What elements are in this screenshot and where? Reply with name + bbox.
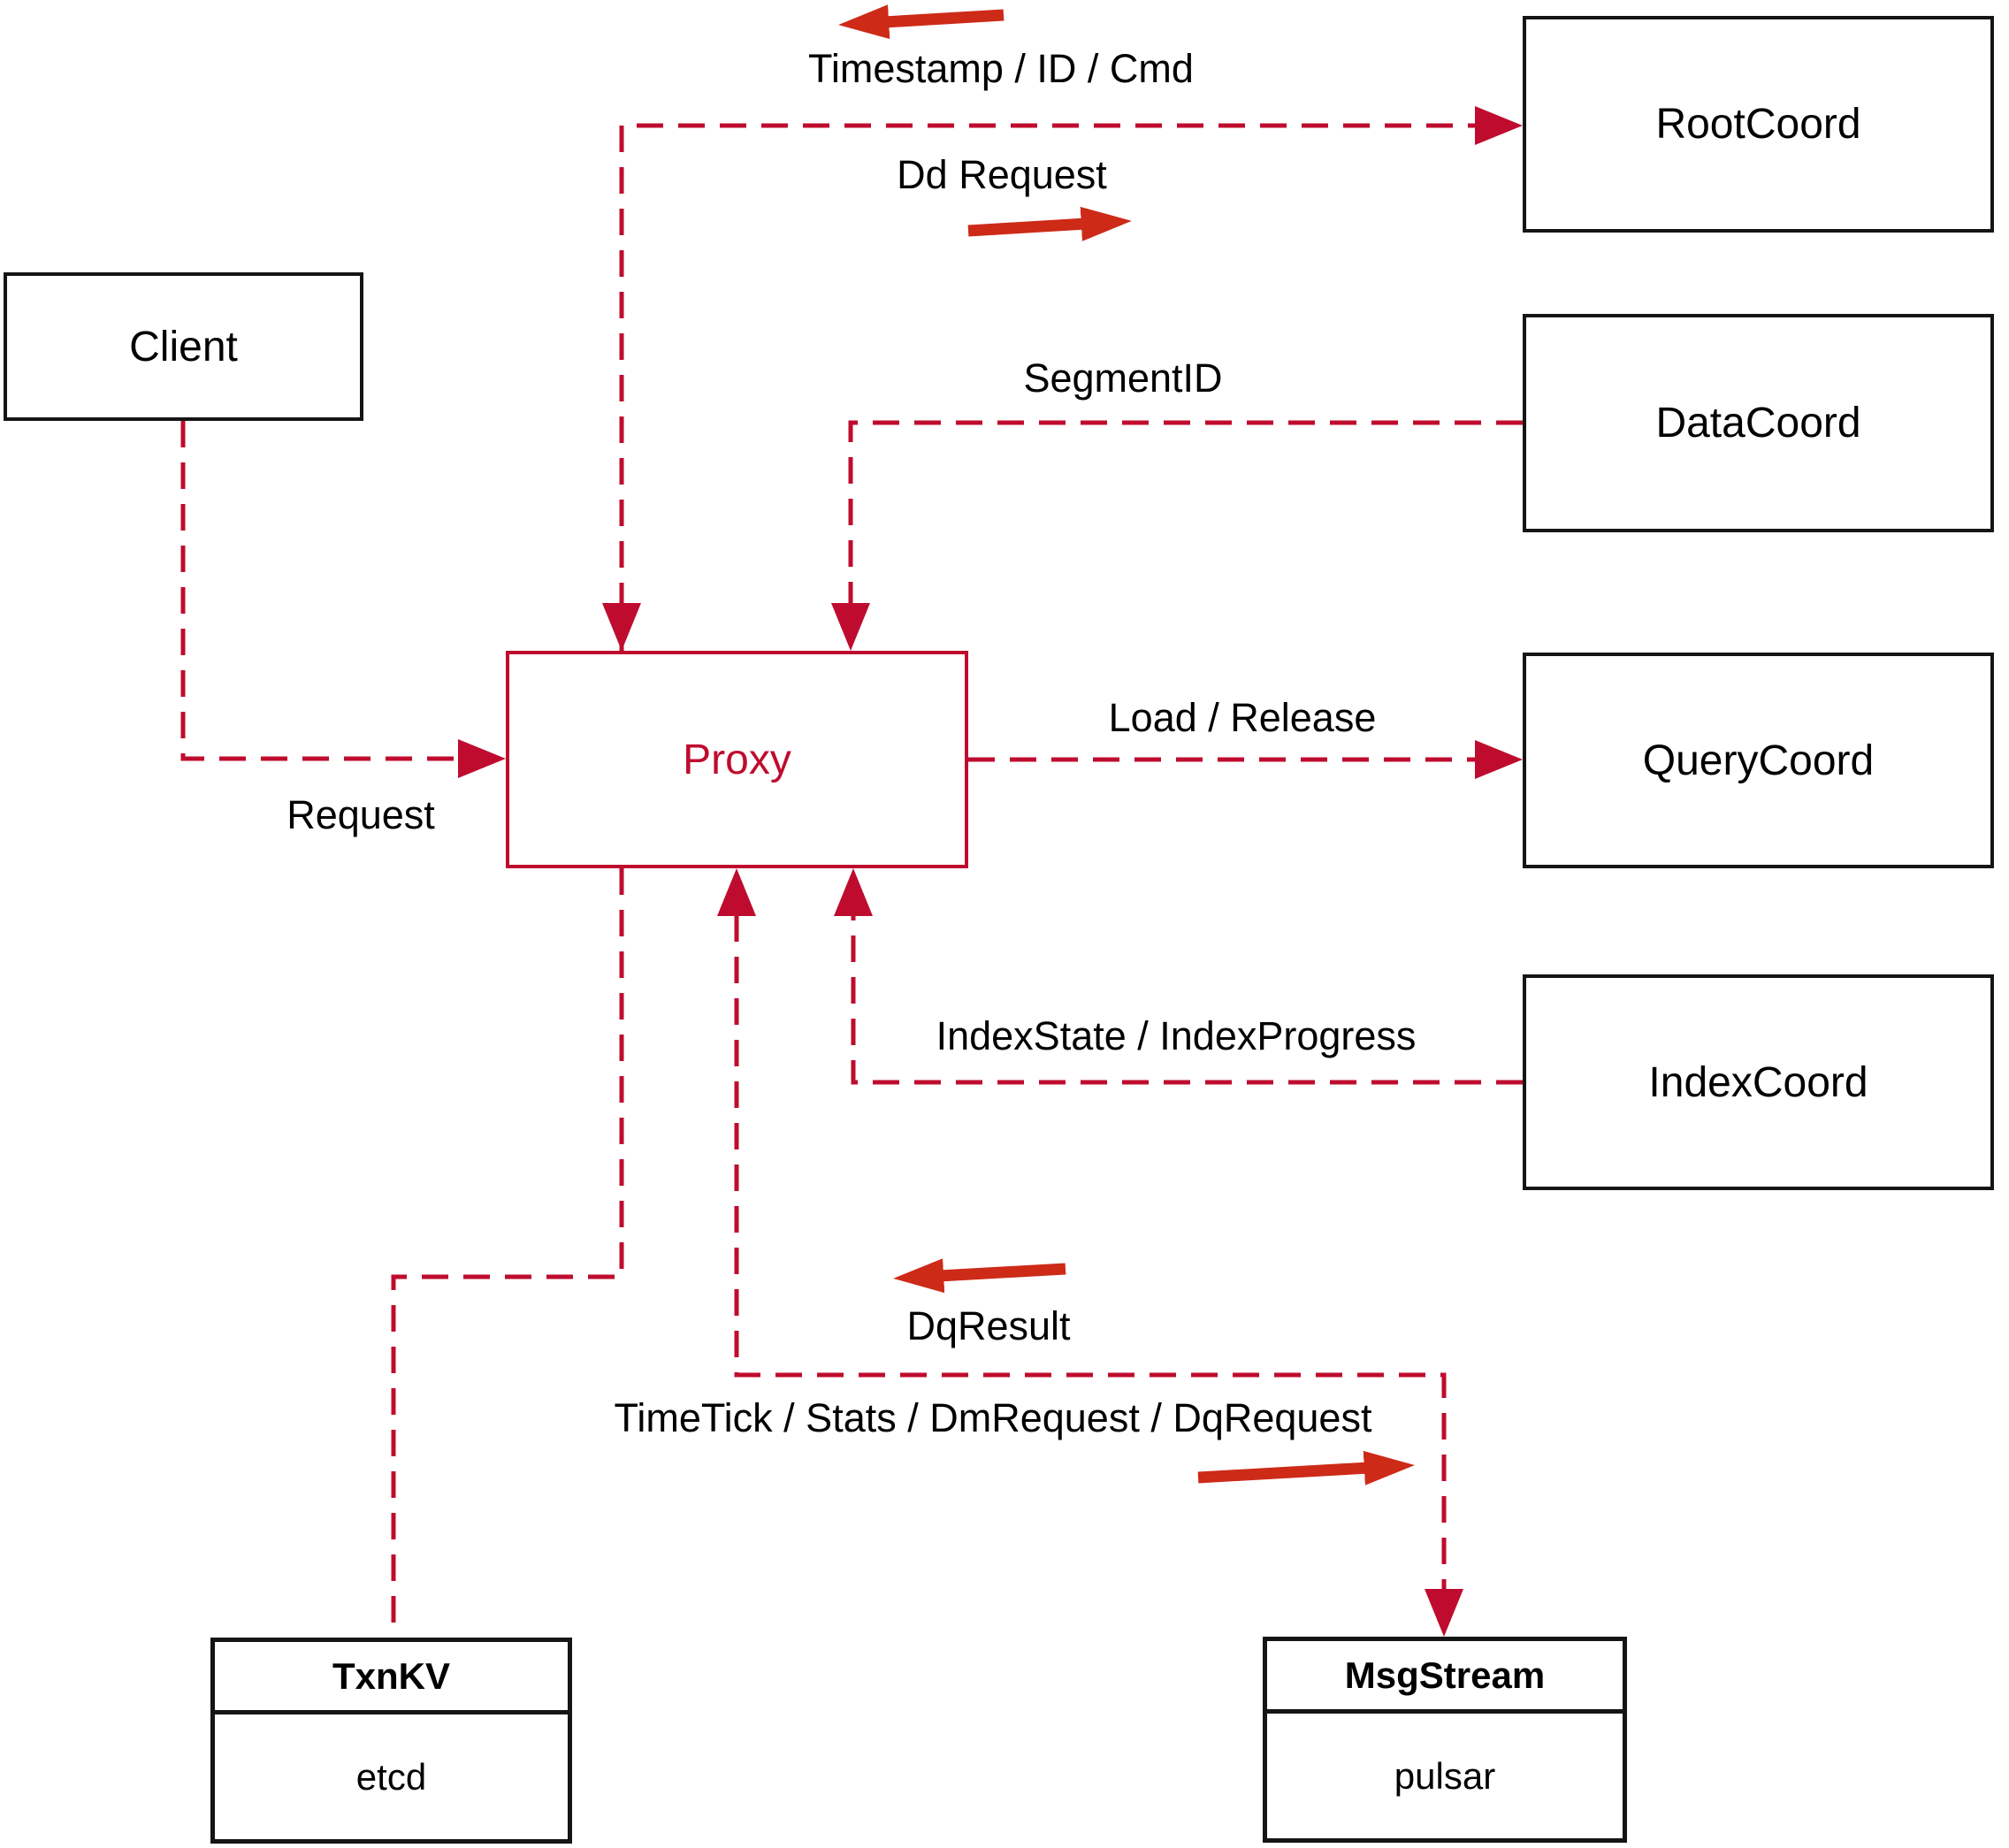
edge-label-segment-id: SegmentID <box>1023 355 1223 401</box>
edge-indexcoord-proxy <box>851 874 1523 1085</box>
edge-label-index-state: IndexState / IndexProgress <box>936 1013 1417 1058</box>
edge-label-dd-request: Dd Request <box>897 152 1107 197</box>
edge-label-request: Request <box>286 792 435 837</box>
node-txnkv-title: TxnKV <box>215 1642 568 1714</box>
node-datacoord-label: DataCoord <box>1655 400 1861 447</box>
arrowhead-into-querycoord <box>1475 740 1523 779</box>
node-rootcoord-label: RootCoord <box>1655 101 1861 148</box>
edge-label-load-release: Load / Release <box>1108 695 1377 740</box>
node-indexcoord-label: IndexCoord <box>1648 1058 1868 1106</box>
edge-proxy-msgstream <box>734 874 1447 1631</box>
arrowhead-into-proxy-top-right <box>831 603 870 651</box>
node-proxy: Proxy <box>506 651 968 868</box>
node-txnkv-subtitle: etcd <box>355 1755 427 1798</box>
edge-proxy-rootcoord <box>619 123 1517 651</box>
direction-arrow-timestamp-left <box>838 4 1004 40</box>
direction-arrow-dd-request-right <box>967 206 1132 241</box>
node-proxy-label: Proxy <box>683 736 791 783</box>
arrowhead-into-proxy-top-left <box>602 603 641 651</box>
edge-datacoord-proxy <box>848 420 1523 645</box>
node-msgstream-subtitle: pulsar <box>1394 1754 1496 1797</box>
arrowhead-into-proxy-bottom-right <box>834 868 873 916</box>
node-client-label: Client <box>129 323 238 370</box>
node-rootcoord: RootCoord <box>1523 16 1994 233</box>
direction-arrow-timetick-right <box>1197 1450 1415 1485</box>
edge-proxy-txnkv <box>391 868 624 1636</box>
node-txnkv: TxnKV etcd <box>210 1638 572 1844</box>
arrowhead-into-proxy-left <box>458 739 506 778</box>
node-querycoord: QueryCoord <box>1523 653 1994 868</box>
edge-label-time-tick: TimeTick / Stats / DmRequest / DqRequest <box>614 1395 1372 1440</box>
node-client: Client <box>4 272 363 421</box>
node-msgstream: MsgStream pulsar <box>1263 1637 1627 1843</box>
direction-arrow-dqresult-left <box>893 1258 1066 1294</box>
edge-client-proxy <box>180 421 500 761</box>
edge-label-dq-result: DqResult <box>906 1303 1071 1348</box>
node-indexcoord: IndexCoord <box>1523 974 1994 1190</box>
node-querycoord-label: QueryCoord <box>1642 737 1875 784</box>
arrowhead-into-proxy-bottom-middle <box>717 868 756 916</box>
node-datacoord: DataCoord <box>1523 314 1994 532</box>
arrowhead-into-msgstream <box>1425 1589 1463 1637</box>
edge-label-timestamp: Timestamp / ID / Cmd <box>808 46 1194 91</box>
node-msgstream-title: MsgStream <box>1267 1641 1623 1714</box>
arrowhead-into-rootcoord <box>1475 106 1523 145</box>
